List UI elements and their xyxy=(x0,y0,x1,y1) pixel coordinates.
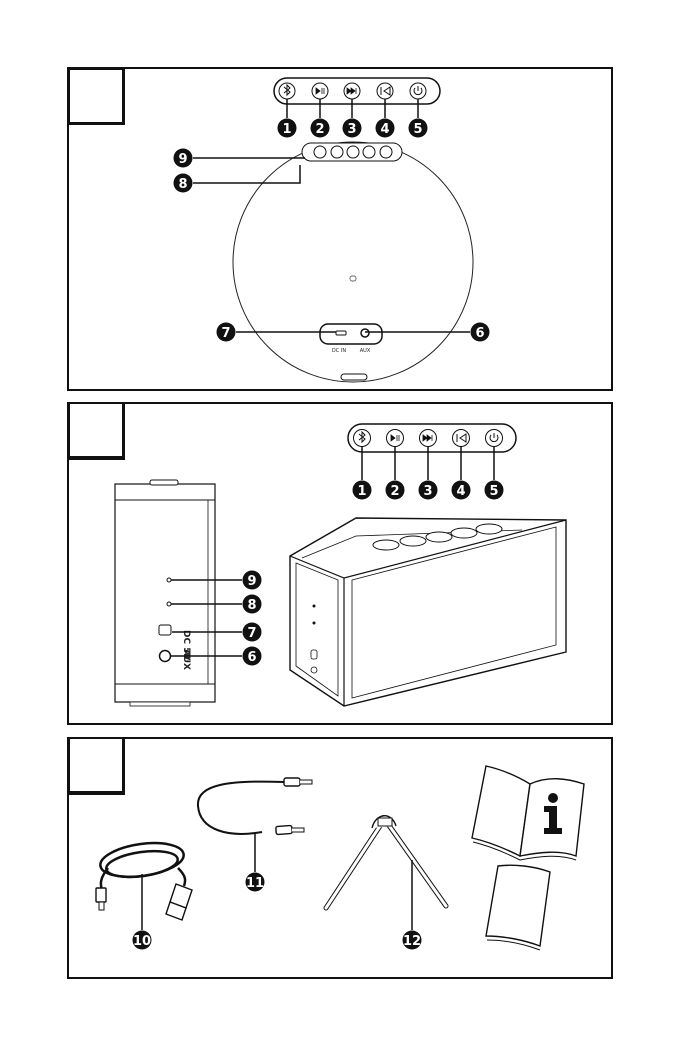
figure-b: 1 2 3 4 5 DC 5V AUX 9 8 7 6 xyxy=(68,403,612,724)
previous-icon xyxy=(377,83,393,99)
callout-1: 1 xyxy=(278,119,297,138)
svg-text:DC IN: DC IN xyxy=(332,348,346,354)
callout-11: 11 xyxy=(246,873,265,892)
usb-cable xyxy=(96,838,192,920)
callout-6: 6 xyxy=(471,323,490,342)
play-pause-icon xyxy=(312,83,328,99)
callout-7: 7 xyxy=(217,323,236,342)
leaflet xyxy=(486,865,550,950)
power-icon xyxy=(410,83,426,99)
speaker-top-view xyxy=(233,142,473,382)
callout-12: 12 xyxy=(403,931,422,950)
svg-text:8: 8 xyxy=(178,177,187,192)
callout-6: 6 xyxy=(243,647,262,666)
callout-5: 5 xyxy=(409,119,428,138)
next-icon xyxy=(420,430,437,447)
speaker-perspective-view xyxy=(290,518,566,706)
callout-5: 5 xyxy=(485,481,504,500)
bluetooth-icon xyxy=(354,430,371,447)
svg-text:AUX: AUX xyxy=(181,649,191,670)
previous-icon xyxy=(453,430,470,447)
svg-text:3: 3 xyxy=(347,122,356,137)
svg-text:11: 11 xyxy=(246,876,264,891)
callout-9: 9 xyxy=(174,149,193,168)
svg-text:7: 7 xyxy=(247,626,256,641)
bluetooth-icon xyxy=(279,83,295,99)
callout-8: 8 xyxy=(243,595,262,614)
next-icon xyxy=(344,83,360,99)
svg-text:10: 10 xyxy=(133,934,151,949)
power-icon xyxy=(486,430,503,447)
figure-a: 1 2 3 4 5 DC IN AUX 9 8 7 6 xyxy=(68,68,612,390)
svg-text:5: 5 xyxy=(489,484,498,499)
callout-8: 8 xyxy=(174,174,193,193)
callout-2: 2 xyxy=(386,481,405,500)
figure-c: 10 11 12 xyxy=(68,738,612,978)
manual-booklet xyxy=(472,766,584,860)
aux-cable xyxy=(198,778,312,835)
callout-2: 2 xyxy=(311,119,330,138)
callout-4: 4 xyxy=(376,119,395,138)
svg-text:2: 2 xyxy=(390,484,399,499)
svg-text:1: 1 xyxy=(282,122,291,137)
svg-text:2: 2 xyxy=(315,122,324,137)
svg-text:12: 12 xyxy=(403,934,421,949)
svg-text:6: 6 xyxy=(475,326,484,341)
svg-text:3: 3 xyxy=(423,484,432,499)
callout-3: 3 xyxy=(419,481,438,500)
svg-text:7: 7 xyxy=(221,326,230,341)
callout-4: 4 xyxy=(452,481,471,500)
svg-text:1: 1 xyxy=(357,484,366,499)
speaker-stand xyxy=(326,816,446,908)
svg-text:AUX: AUX xyxy=(360,348,371,354)
svg-text:9: 9 xyxy=(178,152,187,167)
callout-1: 1 xyxy=(353,481,372,500)
callout-7: 7 xyxy=(243,623,262,642)
svg-text:8: 8 xyxy=(247,598,256,613)
svg-text:9: 9 xyxy=(247,574,256,589)
svg-text:5: 5 xyxy=(413,122,422,137)
callout-9: 9 xyxy=(243,571,262,590)
speaker-side-view: DC 5V AUX xyxy=(115,480,215,706)
svg-text:4: 4 xyxy=(380,122,389,137)
play-pause-icon xyxy=(387,430,404,447)
callout-10: 10 xyxy=(133,931,152,950)
svg-text:6: 6 xyxy=(247,650,256,665)
callout-3: 3 xyxy=(343,119,362,138)
svg-text:4: 4 xyxy=(456,484,465,499)
